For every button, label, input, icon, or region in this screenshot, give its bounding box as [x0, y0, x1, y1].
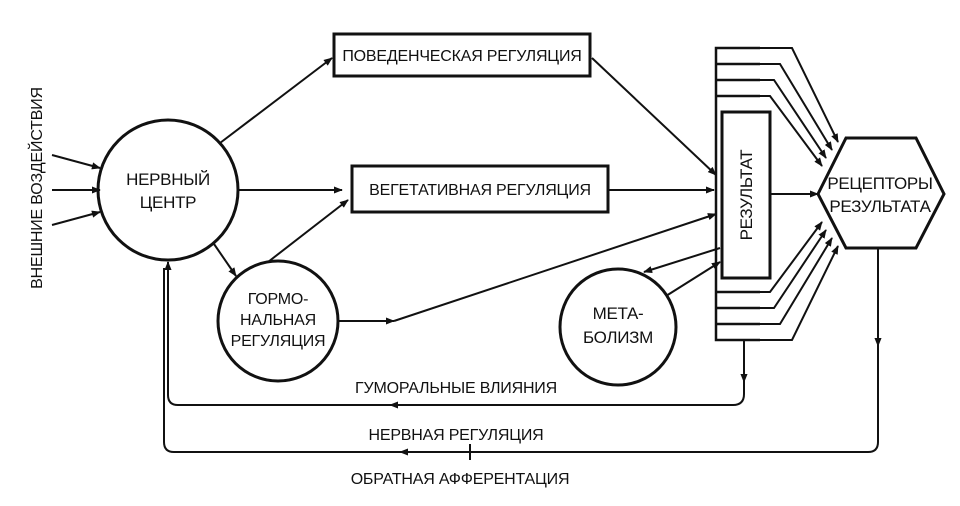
- hormonal-label-line2: НАЛЬНАЯ: [240, 312, 316, 329]
- afferent-feedback-label: ОБРАТНАЯ АФФЕРЕНТАЦИЯ: [351, 471, 570, 488]
- humoral-feedback-loop: [164, 261, 748, 409]
- behavioral-regulation-node: ПОВЕДЕНЧЕСКАЯ РЕГУЛЯЦИЯ: [332, 32, 592, 78]
- humoral-influences-label: ГУМОРАЛЬНЫЕ ВЛИЯНИЯ: [355, 380, 557, 397]
- external-input-label: ВНЕШНИЕ ВОЗДЕЙСТВИЯ: [27, 87, 46, 289]
- vegetative-regulation-node: ВЕГЕТАТИВНАЯ РЕГУЛЯЦИЯ: [350, 164, 610, 214]
- metabolism-label-line1: МЕТА-: [593, 304, 644, 323]
- hormonal-regulation-node: ГОРМО- НАЛЬНАЯ РЕГУЛЯЦИЯ: [216, 259, 340, 383]
- metabolism-node: МЕТА- БОЛИЗМ: [558, 267, 678, 387]
- receptors-node: РЕЦЕПТОРЫ РЕЗУЛЬТАТА: [816, 136, 946, 250]
- nervous-center-label-line2: ЦЕНТР: [140, 193, 196, 212]
- nervous-regulation-label: НЕРВНАЯ РЕГУЛЯЦИЯ: [369, 427, 544, 444]
- external-input-arrows: [51, 154, 101, 226]
- afferent-feedback-loop: [163, 248, 882, 460]
- result-node: РЕЗУЛЬТАТ: [714, 46, 772, 342]
- nervous-center-node: НЕРВНЫЙ ЦЕНТР: [96, 118, 240, 262]
- behavioral-regulation-label: ПОВЕДЕНЧЕСКАЯ РЕГУЛЯЦИЯ: [342, 48, 581, 65]
- nervous-center-label-line1: НЕРВНЫЙ: [126, 170, 210, 189]
- receptors-label-line1: РЕЦЕПТОРЫ: [827, 174, 932, 193]
- vegetative-regulation-label: ВЕГЕТАТИВНАЯ РЕГУЛЯЦИЯ: [369, 182, 591, 199]
- result-label: РЕЗУЛЬТАТ: [737, 150, 756, 241]
- hormonal-label-line1: ГОРМО-: [248, 291, 309, 308]
- receptors-label-line2: РЕЗУЛЬТАТА: [829, 197, 931, 216]
- result-parameters-bundle: [760, 47, 839, 341]
- hormonal-label-line3: РЕГУЛЯЦИЯ: [231, 333, 326, 350]
- metabolism-label-line2: БОЛИЗМ: [583, 328, 653, 347]
- connection-arrows: [213, 57, 819, 325]
